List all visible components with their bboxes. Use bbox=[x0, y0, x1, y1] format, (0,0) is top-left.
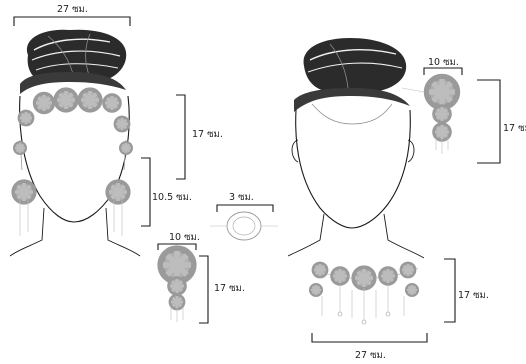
right-ears bbox=[292, 140, 414, 162]
left-hair-chain-length-bracket bbox=[176, 95, 185, 179]
necklace-length-bracket bbox=[444, 259, 455, 322]
right-hairpin-width-label: 10 ซม. bbox=[428, 58, 459, 68]
left-earring-length-bracket bbox=[141, 158, 150, 226]
left-headband-width-bracket bbox=[14, 17, 130, 26]
right-hairpin-length-label: 17 ซม. bbox=[503, 124, 526, 134]
right-hair-bun bbox=[294, 38, 410, 124]
left-neck-outline bbox=[10, 208, 140, 256]
detail-piece-width-label: 10 ซม. bbox=[169, 233, 200, 243]
necklace-width-bracket bbox=[312, 333, 427, 342]
left-hair-bun bbox=[20, 30, 126, 94]
detail-piece bbox=[158, 244, 208, 323]
left-headband-width-label: 27 ซม. bbox=[57, 5, 88, 15]
left-hair-chain-length-label: 17 ซม. bbox=[192, 130, 223, 140]
right-neck-outline bbox=[288, 214, 424, 258]
pendant-width-bracket bbox=[217, 205, 273, 212]
right-hairpin-length-bracket bbox=[477, 80, 500, 163]
left-earring-length-label: 10.5 ซม. bbox=[152, 193, 192, 203]
left-headband-ornament bbox=[20, 91, 128, 130]
detail-piece-length-label: 17 ซม. bbox=[214, 284, 245, 294]
left-figure bbox=[10, 17, 185, 256]
necklace-ornament bbox=[311, 264, 418, 324]
necklace-length-label: 17 ซม. bbox=[458, 291, 489, 301]
pendant-width-label: 3 ซม. bbox=[229, 193, 254, 203]
right-face-outline bbox=[296, 110, 411, 228]
detail-piece-length-bracket bbox=[199, 256, 208, 323]
pendant-detail bbox=[210, 205, 278, 240]
necklace-width-label: 27 ซม. bbox=[355, 351, 386, 361]
